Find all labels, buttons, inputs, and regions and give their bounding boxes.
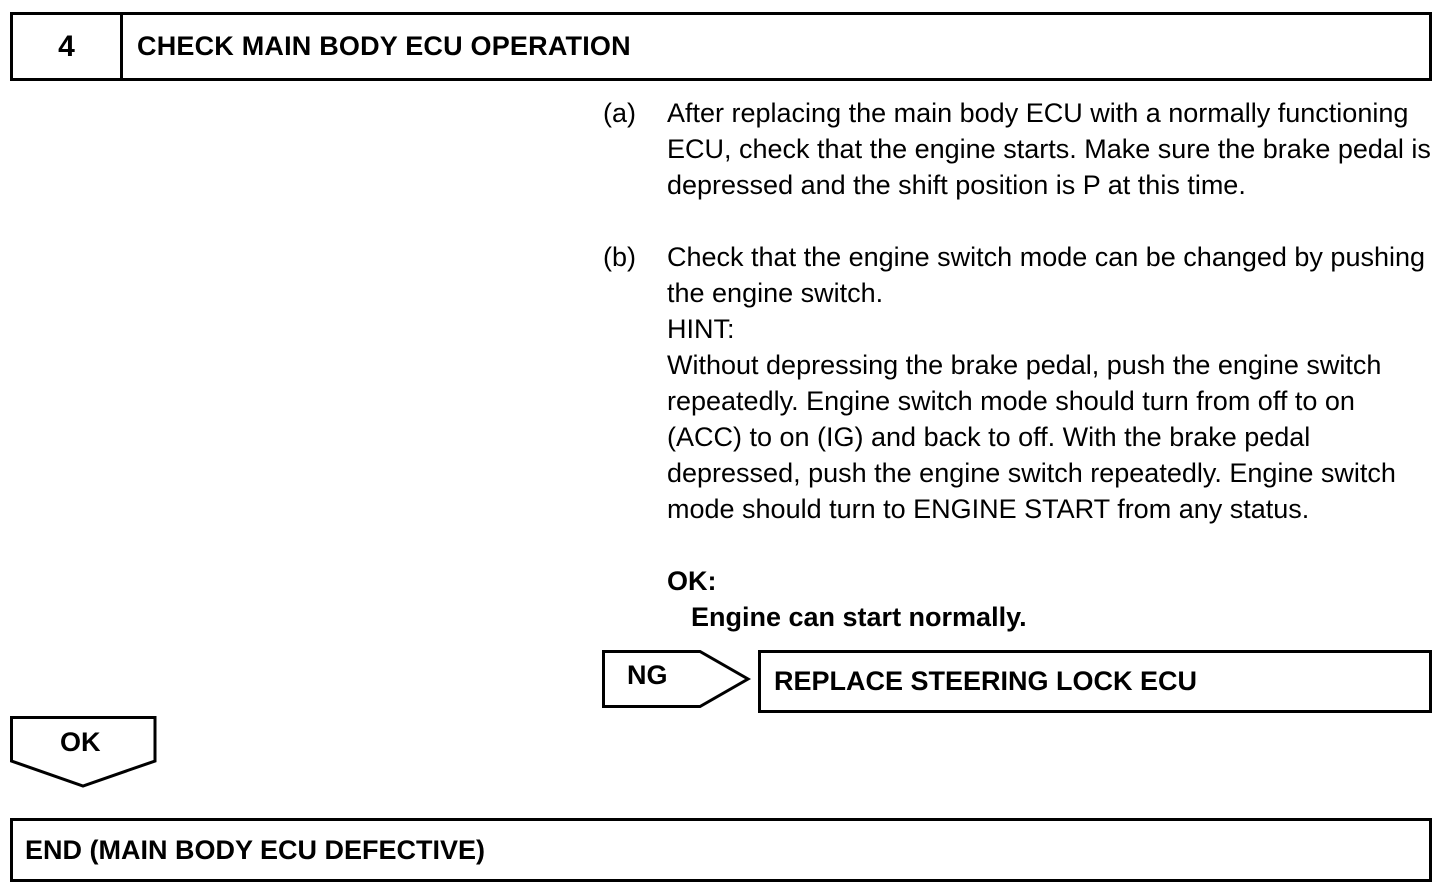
- step-title: CHECK MAIN BODY ECU OPERATION: [137, 31, 631, 61]
- item-b-marker: (b): [603, 242, 636, 272]
- ok-arrow-icon: [10, 716, 157, 788]
- hint-label: HINT:: [667, 314, 735, 344]
- step-header: 4 CHECK MAIN BODY ECU OPERATION: [10, 12, 1432, 81]
- item-a-text: After replacing the main body ECU with a…: [667, 98, 1431, 200]
- item-b-text: Check that the engine switch mode can be…: [667, 242, 1426, 308]
- end-box: END (MAIN BODY ECU DEFECTIVE): [10, 818, 1432, 882]
- standard-result: Engine can start normally.: [691, 602, 1027, 632]
- hint-text: Without depressing the brake pedal, push…: [667, 350, 1396, 524]
- ok-branch-label: OK: [60, 727, 101, 757]
- ng-arrow-icon: [602, 650, 752, 708]
- standard-ok-label: OK:: [667, 566, 717, 596]
- ng-label: NG: [627, 660, 668, 690]
- item-a-marker: (a): [603, 98, 636, 128]
- step-number: 4: [13, 15, 123, 78]
- ng-action-box: REPLACE STEERING LOCK ECU: [758, 650, 1432, 713]
